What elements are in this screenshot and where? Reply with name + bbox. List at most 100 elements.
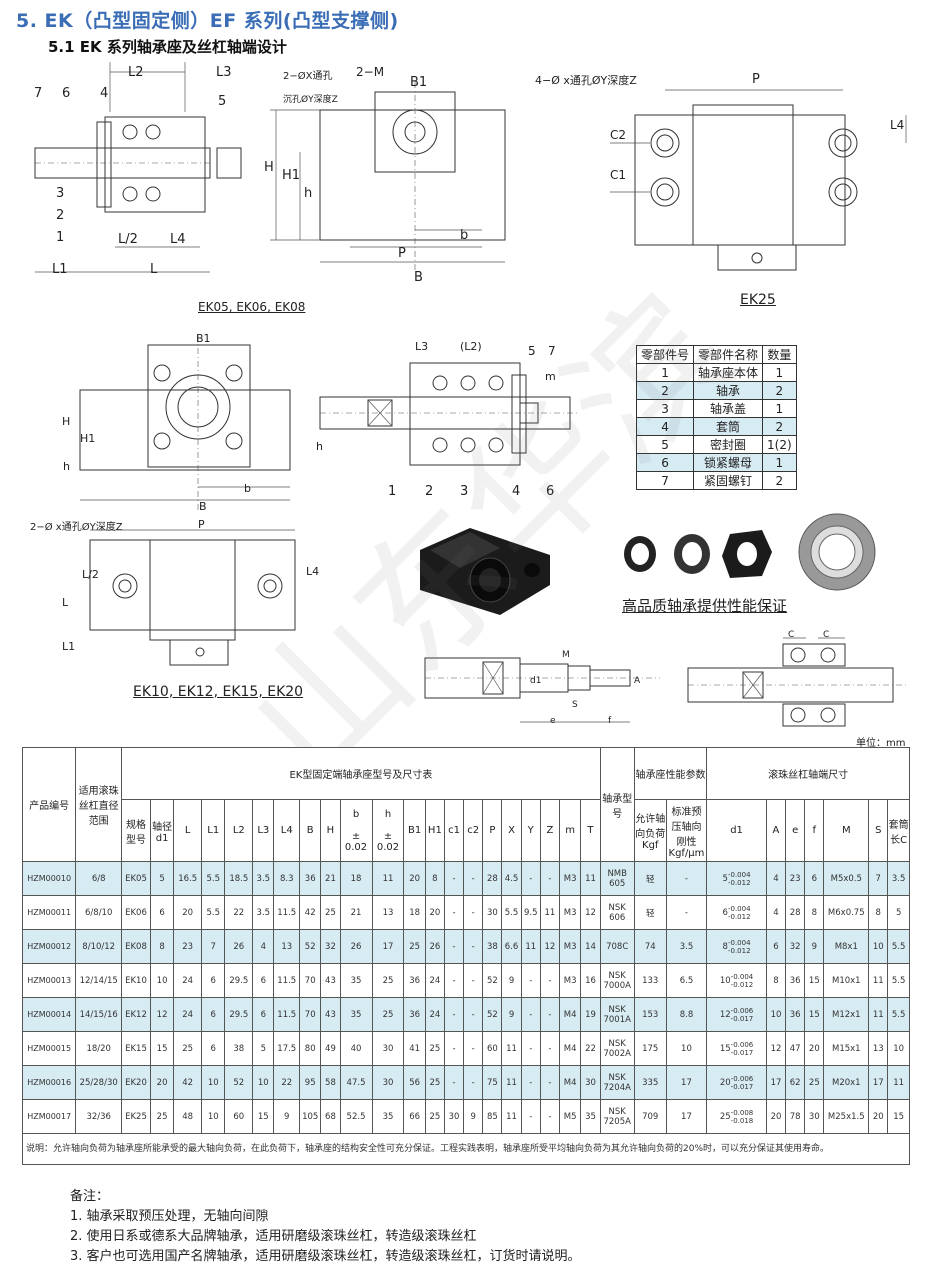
cell-L3: 10 [252,1065,275,1100]
cell-load: 74 [633,929,667,964]
cell-L3: 5 [252,1031,275,1066]
cell-c2: - [463,929,484,964]
cell-P: 38 [482,929,503,964]
cell-c1: 30 [443,1099,465,1134]
th-product-no: 产品编号 [21,747,77,862]
fig1-label-H1: H1 [282,168,301,183]
cell-H1: 25 [424,1099,445,1134]
cell-shaft-d1: 20-0.006-0.017 [706,1065,767,1100]
cell-shaft-d1-nominal: 20 [719,1077,731,1088]
cell-M: M5x0.5 [823,861,870,896]
parts-cell: 轴承 [693,381,764,400]
tol-lower: -0.012 [727,912,751,921]
cell-shaft-d1-tolerance: -0.006-0.017 [731,1041,754,1057]
cell-shaft-d1-tolerance: -0.006-0.017 [731,1075,754,1091]
sleeve-label-C-right: C [823,630,830,640]
cell-brg: NSK 7205A [599,1099,635,1134]
cell-h: 25 [371,997,405,1032]
cell-m: M5 [558,1099,582,1134]
cell-Y: - [520,963,541,998]
cell-T: 14 [580,929,601,964]
cell-P: 52 [482,963,503,998]
parts-cell: 4 [635,417,695,436]
tol-upper: -0.008 [730,1108,754,1117]
cell-A: 6 [765,929,787,964]
cell-L3: 15 [252,1099,275,1134]
cell-rig: 17 [665,1065,708,1100]
tol-upper: -0.006 [730,1040,754,1049]
cell-c2: - [463,997,484,1032]
cell-h: 17 [371,929,405,964]
cell-m: M3 [558,895,582,930]
cell-c2: - [463,1031,484,1066]
fig1-label-5: 5 [218,94,227,109]
tol-lower: -0.012 [727,946,751,955]
unit-label: 单位：mm [856,738,906,749]
cell-P: 30 [482,895,503,930]
cell-Z: 11 [539,895,560,930]
th-S: S [868,799,889,862]
cell-L2: 26 [224,929,254,964]
th-f: f [804,799,825,862]
cell-shaft-d1: 10-0.004-0.012 [706,963,767,998]
cell-f: 30 [804,1099,825,1134]
shaft-label-f: f [608,716,612,726]
th-shaft-group: 滚珠丝杠轴端尺寸 [706,747,910,800]
cell-load: 709 [633,1099,667,1134]
cell-spec: EK05 [121,861,151,896]
cell-d1: 25 [149,1099,175,1134]
fig3-label-3: 3 [460,484,469,499]
tol-lower: -0.017 [730,1082,754,1091]
remark-item-2: 2. 使用日系或德系大品牌轴承，适用研磨级滚珠丝杠，转造级滚珠丝杠 [70,1229,477,1244]
cell-B1: 56 [403,1065,426,1100]
cell-L2: 60 [224,1099,254,1134]
cell-h: 30 [371,1065,405,1100]
cell-L4: 17.5 [273,1031,301,1066]
cell-L1: 5.5 [201,861,226,896]
cell-rig: 10 [665,1031,708,1066]
cell-h: 11 [371,861,405,896]
fig1-label-counterbore: 沉孔ØY深度Z [283,95,338,105]
th-screw-range: 适用滚珠丝杠直径范围 [75,747,123,862]
cell-c1: - [443,963,465,998]
parts-cell: 2 [762,417,797,436]
cell-B: 52 [299,929,322,964]
cell-X: 9 [501,997,522,1032]
cell-c1: - [443,929,465,964]
th-L4: L4 [273,799,301,862]
cell-shaft-d1-tolerance: -0.006-0.017 [731,1007,754,1023]
parts-cell: 1(2) [762,435,797,454]
cell-C: 3.5 [887,861,910,896]
cell-T: 16 [580,963,601,998]
fig3-caption: EK10, EK12, EK15, EK20 [133,684,304,700]
cell-L4: 11.5 [273,997,301,1032]
cell-H1: 20 [424,895,445,930]
cell-range: 14/15/16 [75,997,123,1032]
cell-e: 36 [785,963,806,998]
cell-brg: NSK 606 [599,895,635,930]
fig1-label-7: 7 [34,86,43,101]
cell-shaft-d1: 12-0.006-0.017 [706,997,767,1032]
th-c2: c2 [463,799,484,862]
cell-A: 12 [765,1031,787,1066]
cell-M: M8x1 [823,929,870,964]
cell-S: 11 [868,963,889,998]
fig1-label-4: 4 [100,86,109,101]
th-P: P [482,799,503,862]
th-b-tol: 0.02 [344,841,368,853]
cell-L1: 10 [201,1065,226,1100]
th-spec: 规格型号 [121,799,151,862]
cell-L1: 7 [201,929,226,964]
cell-shaft-d1-nominal: 6 [722,907,728,918]
cell-h: 13 [371,895,405,930]
cell-rig: - [665,861,708,896]
fig1-label-B1: B1 [410,75,428,90]
cell-b: 47.5 [339,1065,373,1100]
cell-H: 25 [320,895,341,930]
cell-L3: 3.5 [252,895,275,930]
cell-m: M4 [558,997,582,1032]
th-B: B [299,799,322,862]
cell-M: M25x1.5 [823,1099,870,1134]
